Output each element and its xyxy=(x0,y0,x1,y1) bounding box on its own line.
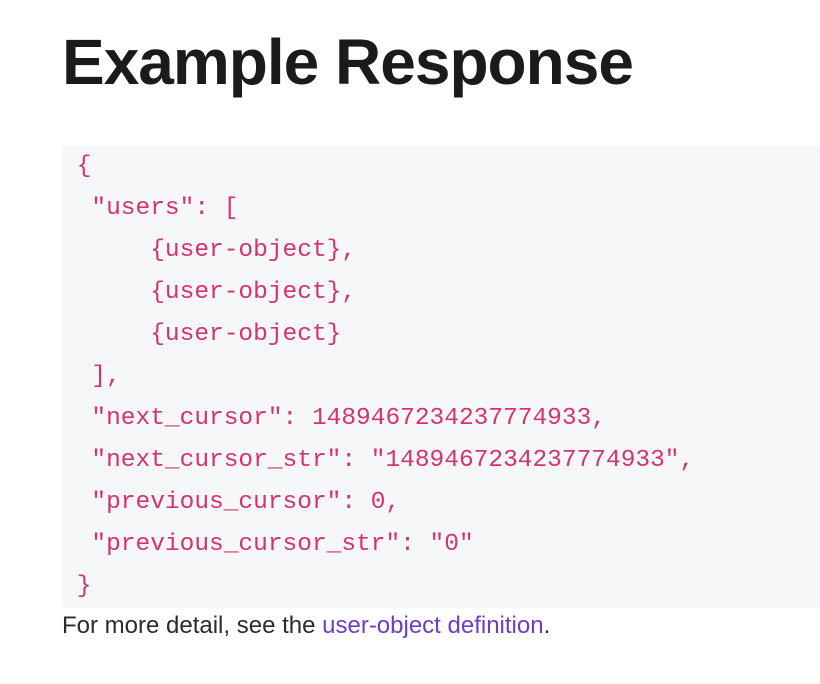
code-line: {user-object}, xyxy=(62,279,357,306)
code-line: "users": [ xyxy=(62,195,239,222)
code-line: { xyxy=(62,153,92,180)
code-line: } xyxy=(62,573,92,600)
code-line: "next_cursor": 1489467234237774933, xyxy=(62,405,606,432)
code-line: "previous_cursor": 0, xyxy=(62,489,401,516)
code-line: "next_cursor_str": "1489467234237774933"… xyxy=(62,447,695,474)
page-title: Example Response xyxy=(62,26,634,98)
footer-note: For more detail, see the user-object def… xyxy=(62,611,550,641)
code-line: "previous_cursor_str": "0" xyxy=(62,531,474,558)
footer-prefix: For more detail, see the xyxy=(62,612,323,639)
code-line: {user-object}, xyxy=(62,237,357,264)
user-object-definition-link[interactable]: user-object definition xyxy=(322,612,544,639)
code-line: ], xyxy=(62,363,121,390)
code-block: { "users": [ {user-object}, {user-object… xyxy=(62,146,820,608)
footer-suffix: . xyxy=(543,612,551,639)
code-line: {user-object} xyxy=(62,321,342,348)
